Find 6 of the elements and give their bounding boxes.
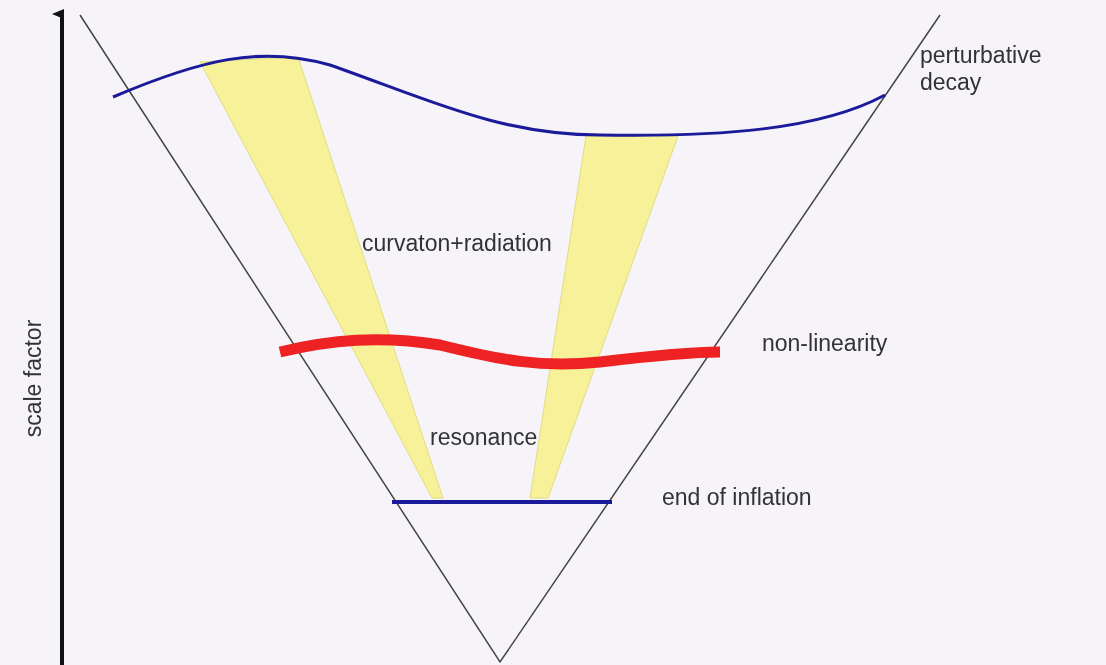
region-label: resonance bbox=[430, 424, 538, 451]
axis-label: scale factor bbox=[19, 318, 47, 440]
annotation-text: end of inflation bbox=[662, 484, 812, 511]
region-label: curvaton+radiation bbox=[362, 230, 552, 257]
annotation-text: non-linearity bbox=[762, 330, 888, 357]
annotation-text: perturbative decay bbox=[920, 42, 1043, 96]
